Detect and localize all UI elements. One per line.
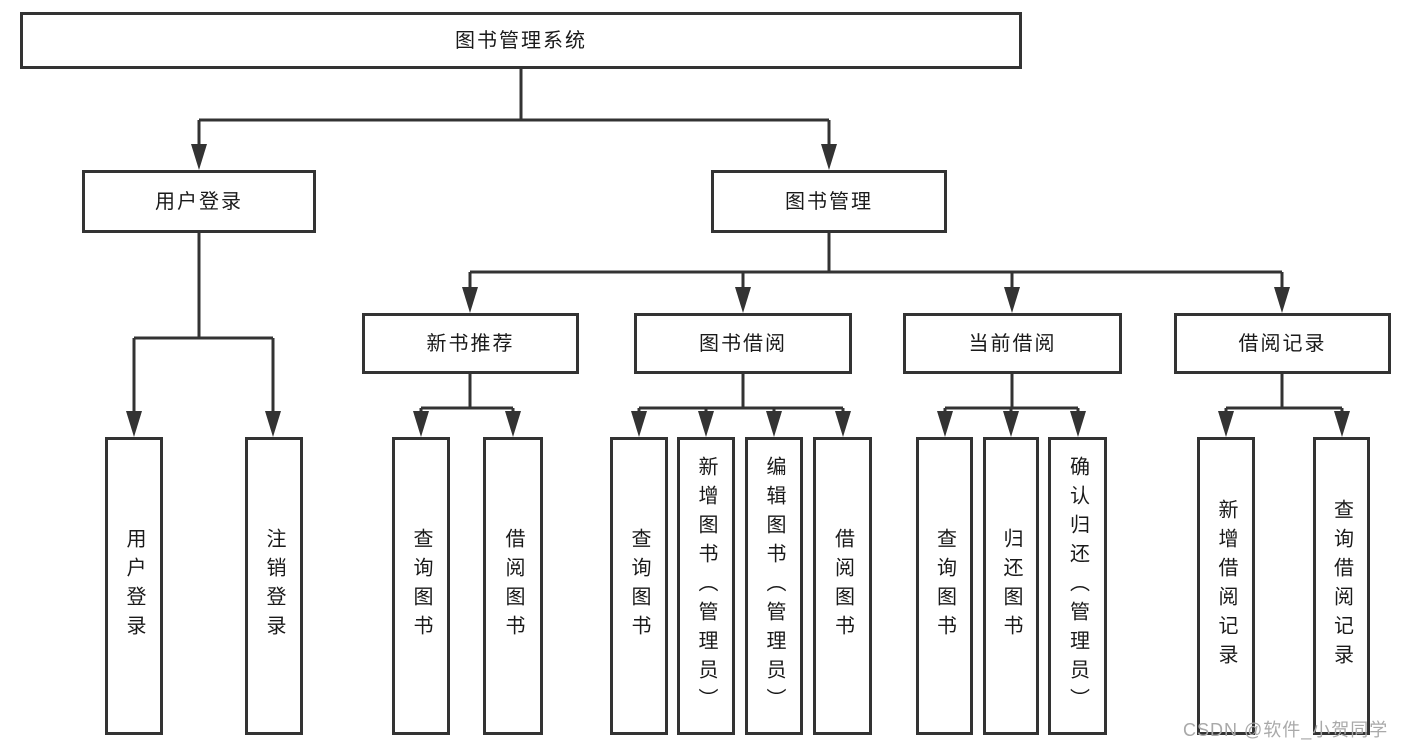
node-book-management: 图书管理: [711, 170, 947, 233]
node-system-root-label: 图书管理系统: [455, 29, 587, 52]
leaf-current-confirm-return-admin: 确认归还（管理员）: [1048, 437, 1107, 735]
arrowhead: [191, 144, 207, 170]
arrowhead: [698, 411, 714, 437]
arrowhead: [505, 411, 521, 437]
node-book-management-label: 图书管理: [785, 190, 873, 213]
leaf-recommend-query-books-label: 查询图书: [410, 528, 432, 644]
leaf-recommend-borrow-books-label: 借阅图书: [502, 528, 524, 644]
arrowhead: [937, 411, 953, 437]
leaf-user-login: 用户登录: [105, 437, 163, 735]
arrowhead: [821, 144, 837, 170]
node-user-login-label: 用户登录: [155, 190, 243, 213]
leaf-logout: 注销登录: [245, 437, 303, 735]
leaf-records-add-record: 新增借阅记录: [1197, 437, 1255, 735]
arrowhead: [766, 411, 782, 437]
leaf-recommend-query-books: 查询图书: [392, 437, 450, 735]
arrowhead: [265, 411, 281, 437]
node-current-borrowing-label: 当前借阅: [968, 332, 1057, 355]
leaf-records-query-record-label: 查询借阅记录: [1330, 499, 1353, 673]
arrowhead: [1004, 287, 1020, 313]
arrowhead: [1334, 411, 1350, 437]
arrowhead: [126, 411, 142, 437]
leaf-borrowing-add-books-admin: 新增图书（管理员）: [677, 437, 735, 735]
arrowhead: [631, 411, 647, 437]
leaf-records-query-record: 查询借阅记录: [1313, 437, 1370, 735]
node-borrow-records: 借阅记录: [1174, 313, 1391, 374]
node-new-book-recommend: 新书推荐: [362, 313, 579, 374]
arrowhead: [1274, 287, 1290, 313]
node-system-root: 图书管理系统: [20, 12, 1022, 69]
node-new-book-recommend-label: 新书推荐: [426, 332, 515, 355]
leaf-current-query-books: 查询图书: [916, 437, 973, 735]
arrowhead: [835, 411, 851, 437]
arrowhead: [462, 287, 478, 313]
leaf-recommend-borrow-books: 借阅图书: [483, 437, 543, 735]
node-current-borrowing: 当前借阅: [903, 313, 1122, 374]
leaf-borrowing-query-books: 查询图书: [610, 437, 668, 735]
leaf-borrowing-edit-books-admin: 编辑图书（管理员）: [745, 437, 803, 735]
leaf-borrowing-borrow-books-label: 借阅图书: [831, 528, 854, 644]
leaf-user-login-label: 用户登录: [123, 528, 145, 644]
leaf-borrowing-borrow-books: 借阅图书: [813, 437, 872, 735]
leaf-current-confirm-return-admin-label: 确认归还（管理员）: [1066, 455, 1089, 717]
leaf-current-return-books: 归还图书: [983, 437, 1039, 735]
leaf-current-query-books-label: 查询图书: [933, 528, 956, 644]
arrowhead: [1070, 411, 1086, 437]
leaf-borrowing-query-books-label: 查询图书: [628, 528, 650, 644]
arrowhead: [1218, 411, 1234, 437]
leaf-borrowing-add-books-admin-label: 新增图书（管理员）: [695, 455, 717, 717]
node-user-login: 用户登录: [82, 170, 316, 233]
leaf-logout-label: 注销登录: [263, 528, 285, 644]
node-book-borrowing-label: 图书借阅: [699, 332, 787, 355]
arrowhead: [735, 287, 751, 313]
node-borrow-records-label: 借阅记录: [1238, 332, 1327, 355]
leaf-records-add-record-label: 新增借阅记录: [1215, 499, 1237, 673]
csdn-watermark: CSDN @软件_小贺同学: [1183, 720, 1389, 740]
arrowhead: [413, 411, 429, 437]
leaf-current-return-books-label: 归还图书: [1000, 528, 1022, 644]
arrowhead: [1003, 411, 1019, 437]
leaf-borrowing-edit-books-admin-label: 编辑图书（管理员）: [763, 455, 785, 717]
node-book-borrowing: 图书借阅: [634, 313, 852, 374]
